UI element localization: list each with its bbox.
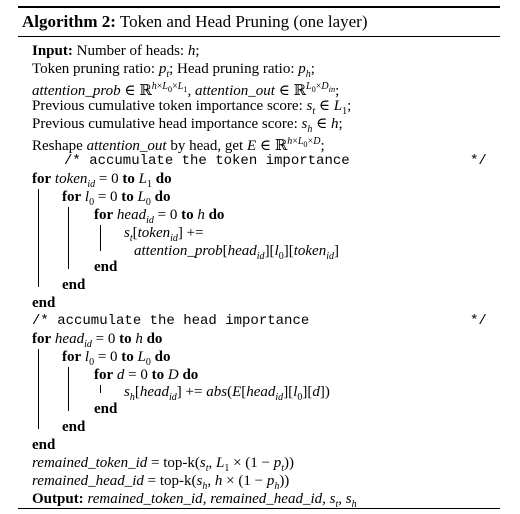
comment-token-importance-end: */ (470, 153, 487, 169)
top-rule (18, 6, 500, 8)
stmt-head-accumulate: sh[headid] += abs(E[headid][l0][d]) (124, 384, 330, 403)
remained-token-line: remained_token_id = top-k(st, L1 × (1 − … (32, 455, 295, 474)
output-line: Output: remained_token_id, remained_head… (32, 491, 357, 510)
comment-head-importance: /* accumulate the head importance (32, 313, 310, 329)
for-d-loop: for d = 0 to D do (94, 367, 199, 383)
stmt-token-accumulate-a: st[tokenid] += (124, 225, 204, 244)
bottom-rule (18, 508, 500, 509)
stmt-token-accumulate-b: attention_prob[headid][l0][tokenid] (134, 243, 339, 262)
for-head-loop-2-bar (38, 349, 39, 429)
input-line: Input: Number of heads: h; (32, 42, 200, 60)
end-l0-loop-1: end (62, 277, 86, 293)
prev-token-line: Previous cumulative token importance sco… (32, 98, 352, 117)
for-head-loop-2: for headid = 0 to h do (32, 331, 163, 350)
caption-rule (18, 36, 500, 37)
input-keyword: Input: (32, 43, 73, 59)
algorithm-caption: Algorithm 2: Token and Head Pruning (one… (22, 12, 368, 32)
for-l0-loop-2: for l0 = 0 to L0 do (62, 349, 171, 368)
for-token-loop: for tokenid = 0 to L1 do (32, 171, 172, 190)
end-head-loop-1: end (94, 259, 118, 275)
end-head-loop-2: end (32, 437, 56, 453)
output-keyword: Output: (32, 491, 84, 507)
end-l0-loop-2: end (62, 419, 86, 435)
tensors-line: attention_prob ∈ ℝh×L0×L1, attention_out… (32, 81, 340, 99)
comment-head-importance-end: */ (470, 313, 487, 329)
for-token-loop-bar (38, 189, 39, 287)
remained-head-line: remained_head_id = top-k(sh, h × (1 − ph… (32, 473, 290, 492)
prev-head-line: Previous cumulative head importance scor… (32, 116, 343, 135)
for-l0-loop-1-bar (68, 207, 69, 269)
reshape-line: Reshape attention_out by head, get E ∈ ℝ… (32, 136, 325, 154)
end-d-loop: end (94, 401, 118, 417)
for-l0-loop-2-bar (68, 367, 69, 411)
end-token-loop: end (32, 295, 56, 311)
caption-title: Token and Head Pruning (one layer) (119, 12, 368, 31)
input-text: Number of heads: h; (76, 43, 200, 59)
caption-label: Algorithm 2: (22, 12, 116, 31)
for-head-loop-1: for headid = 0 to h do (94, 207, 225, 226)
for-l0-loop-1: for l0 = 0 to L0 do (62, 189, 171, 208)
for-d-loop-bar (100, 385, 101, 393)
comment-token-importance: /* accumulate the token importance (64, 153, 350, 169)
ratios-line: Token pruning ratio: pt; Head pruning ra… (32, 61, 315, 80)
for-head-loop-1-bar (100, 225, 101, 251)
